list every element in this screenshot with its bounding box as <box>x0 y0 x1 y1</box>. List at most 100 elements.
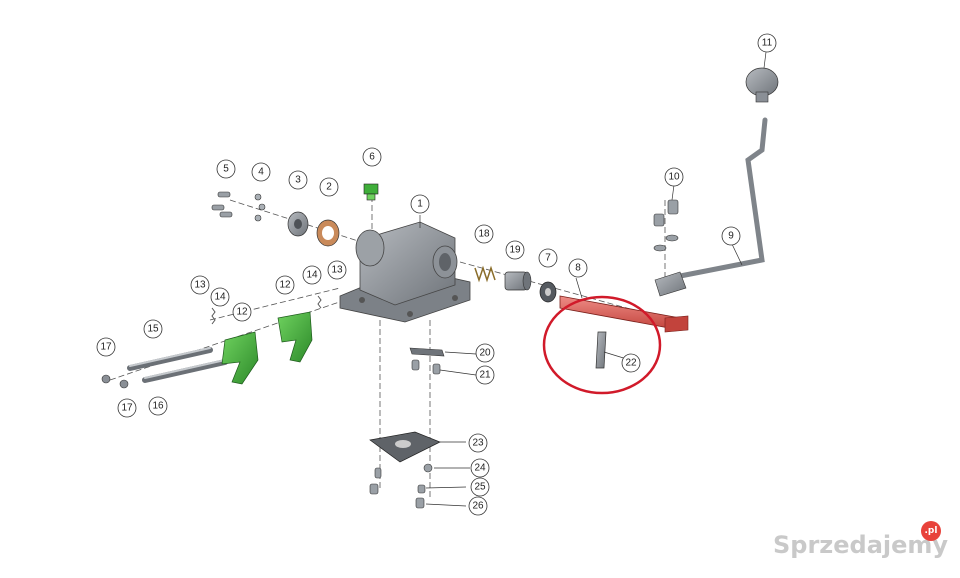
callout-label: 24 <box>474 463 486 474</box>
callout-circle <box>505 240 525 260</box>
callout-circle <box>288 170 308 190</box>
callout-7: 7 <box>538 248 558 268</box>
callout-label: 18 <box>478 229 490 240</box>
callout-circle <box>232 302 252 322</box>
callout-label: 2 <box>326 182 332 193</box>
callout-label: 19 <box>509 245 521 256</box>
callout-circle <box>475 365 495 385</box>
callout-circle <box>470 458 490 478</box>
breather-6 <box>363 183 379 201</box>
callout-circle <box>410 194 430 214</box>
callout-label: 25 <box>474 482 486 493</box>
callout-label: 17 <box>100 342 112 353</box>
callout-label: 1 <box>417 199 423 210</box>
watermark-badge <box>921 521 941 541</box>
callout-5: 5 <box>216 159 236 179</box>
callout-circle <box>475 343 495 363</box>
callout-23: 23 <box>468 433 488 453</box>
bolts-5 <box>211 191 233 218</box>
callout-label: 14 <box>306 270 318 281</box>
callout-label: 22 <box>625 358 637 369</box>
callout-12: 12 <box>232 302 252 322</box>
shift-fork-12-left <box>221 331 259 385</box>
callout-label: 13 <box>194 280 206 291</box>
callout-circle <box>664 167 684 187</box>
callout-label: 4 <box>258 167 264 178</box>
lever-base <box>654 271 687 297</box>
watermark-text: Sprzedajemy <box>773 531 948 559</box>
callout-12: 12 <box>275 275 295 295</box>
callout-circle <box>538 248 558 268</box>
callout-circle <box>190 275 210 295</box>
washers-4 <box>254 193 266 222</box>
highlight-circle <box>542 295 662 395</box>
callout-circle <box>468 496 488 516</box>
nuts-17 <box>101 374 129 389</box>
knob-11 <box>745 67 779 103</box>
callout-circle <box>568 258 588 278</box>
callout-label: 15 <box>147 324 159 335</box>
bushing-19 <box>504 271 532 291</box>
gear-lever-9 <box>667 117 768 281</box>
callout-16: 16 <box>148 396 168 416</box>
callout-2: 2 <box>319 177 339 197</box>
callout-label: 7 <box>545 253 551 264</box>
callout-18: 18 <box>474 224 494 244</box>
watermark-badge-text: .pl <box>925 526 938 536</box>
plate-20 <box>409 347 445 357</box>
callout-group: 1234567891011121213131414151617171819202… <box>96 33 777 516</box>
callout-circle <box>327 260 347 280</box>
detent-springs-14 <box>211 295 322 325</box>
callout-label: 5 <box>223 164 229 175</box>
callout-label: 3 <box>295 175 301 186</box>
bearing-7 <box>539 281 557 303</box>
callout-circle <box>117 398 137 418</box>
parts-24-26 <box>369 463 433 509</box>
callout-circle <box>210 287 230 307</box>
leader-lines <box>419 51 767 507</box>
pin-22 <box>595 331 607 369</box>
callout-4: 4 <box>251 162 271 182</box>
callout-label: 10 <box>668 172 680 183</box>
callout-circle <box>302 265 322 285</box>
callout-label: 12 <box>236 307 248 318</box>
callout-14: 14 <box>302 265 322 285</box>
callout-circle <box>148 396 168 416</box>
callout-circle <box>621 353 641 373</box>
assembly-lines <box>109 196 671 500</box>
callout-19: 19 <box>505 240 525 260</box>
callout-24: 24 <box>470 458 490 478</box>
callout-label: 17 <box>121 403 133 414</box>
callout-9: 9 <box>721 226 741 246</box>
callout-label: 20 <box>479 348 491 359</box>
callout-22: 22 <box>621 353 641 373</box>
callout-circle <box>319 177 339 197</box>
gasket-2 <box>316 219 340 247</box>
bolts-10 <box>653 199 679 252</box>
callout-circle <box>757 33 777 53</box>
callout-label: 12 <box>279 280 291 291</box>
callout-26: 26 <box>468 496 488 516</box>
callout-1: 1 <box>410 194 430 214</box>
callout-label: 11 <box>762 38 773 49</box>
callout-circle <box>96 337 116 357</box>
cover-3 <box>287 211 309 237</box>
callout-circle <box>470 477 490 497</box>
callout-circle <box>721 226 741 246</box>
callout-15: 15 <box>143 319 163 339</box>
callout-13: 13 <box>327 260 347 280</box>
callout-6: 6 <box>362 147 382 167</box>
cover-plate-23 <box>369 431 441 463</box>
callout-circle <box>468 433 488 453</box>
callout-circle <box>143 319 163 339</box>
callout-label: 16 <box>152 401 164 412</box>
callout-label: 21 <box>479 370 491 381</box>
callout-circle <box>216 159 236 179</box>
callout-14: 14 <box>210 287 230 307</box>
callout-21: 21 <box>475 365 495 385</box>
shift-shaft-8 <box>559 295 689 333</box>
callout-label: 6 <box>369 152 375 163</box>
callout-label: 23 <box>472 438 484 449</box>
callout-25: 25 <box>470 477 490 497</box>
